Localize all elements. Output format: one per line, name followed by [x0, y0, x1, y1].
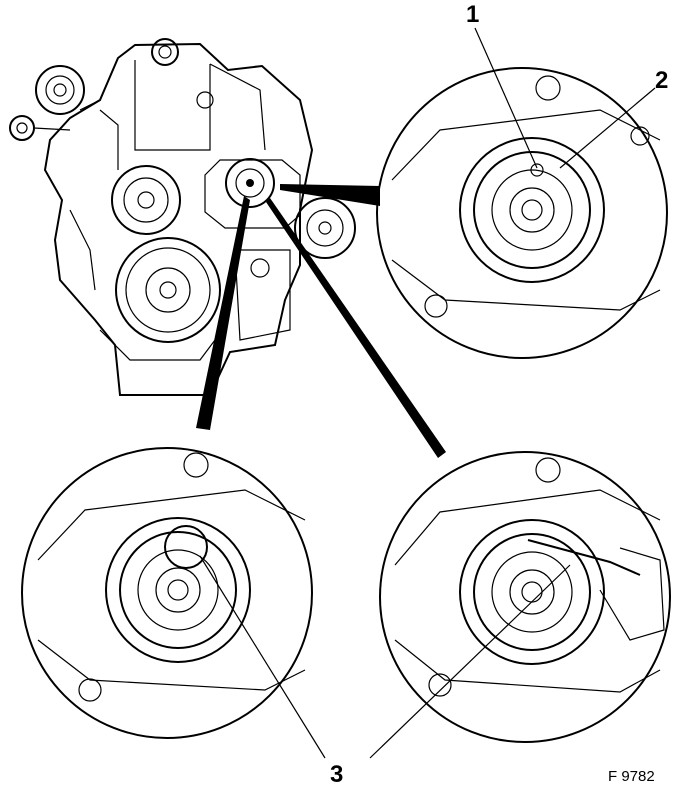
callout-2-label: 2 — [655, 67, 668, 94]
detail-view-cam-sprocket — [376, 67, 668, 359]
detail-view-locking-tool — [21, 447, 313, 739]
detail-view-tool-inserted — [379, 451, 671, 743]
callout-lines — [199, 27, 656, 759]
engine-overview — [9, 38, 356, 396]
callout-1-label: 1 — [466, 1, 479, 28]
figure-id: F 9782 — [608, 768, 655, 785]
callout-3-label: 3 — [330, 761, 343, 788]
leader-lines — [196, 184, 446, 458]
